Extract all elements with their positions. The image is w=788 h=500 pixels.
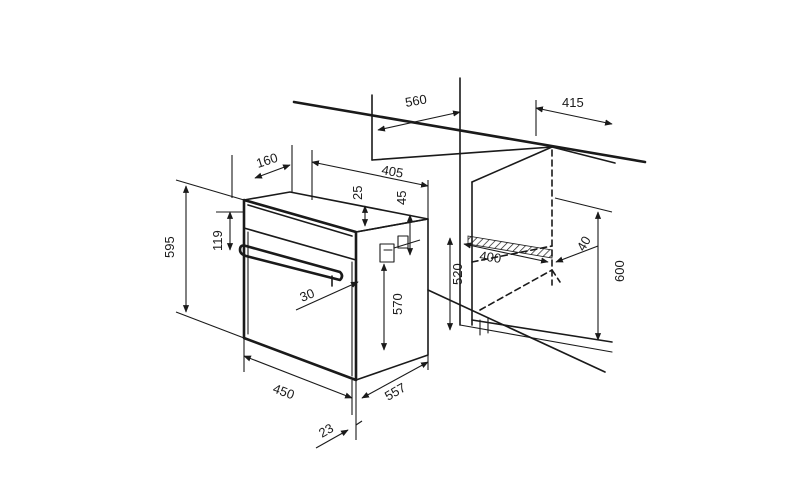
niche-floor-front — [471, 319, 613, 343]
vent-dashed-corner — [551, 269, 561, 283]
dim-400-label: 400 — [479, 248, 503, 266]
control-panel-line — [243, 227, 357, 261]
dim-400-line — [463, 242, 549, 264]
dim-415-label: 415 — [562, 95, 584, 110]
niche-inner-top-edge — [471, 146, 553, 183]
cabinet-niche — [292, 77, 647, 373]
dim-595-ext-top — [175, 179, 245, 201]
dim-160-line — [254, 164, 291, 179]
dim-415-line — [535, 106, 613, 126]
dim-560-label: 560 — [404, 91, 428, 110]
dim-45-label: 45 — [394, 191, 409, 205]
niche-top-right — [551, 146, 616, 164]
dim-45-ext — [393, 239, 421, 249]
vent-dashed-diag — [479, 269, 553, 311]
dim-40-label: 40 — [574, 233, 594, 253]
dim-600-label: 600 — [612, 260, 627, 282]
dim-520-label: 520 — [450, 263, 465, 285]
dim-119-label: 119 — [210, 230, 225, 251]
control-panel-inner — [247, 204, 353, 237]
dim-600-ext-top — [554, 197, 613, 213]
niche-top-front-line — [371, 146, 553, 161]
dim-23-line-a — [315, 429, 349, 449]
dim-405-label: 405 — [380, 162, 404, 181]
dim-560-line — [377, 110, 461, 132]
dim-450-label: 450 — [271, 381, 297, 403]
countertop-edge-line — [292, 100, 647, 164]
door-handle — [238, 244, 344, 282]
dim-557-line — [361, 361, 429, 399]
dim-23-label: 23 — [316, 420, 336, 440]
side-bracket-lower — [379, 243, 395, 263]
dim-40-line — [555, 245, 599, 263]
dim-570-label: 570 — [390, 293, 405, 315]
dim-557-label: 557 — [382, 380, 408, 404]
dim-160-label: 160 — [254, 150, 279, 171]
dim-25-label: 25 — [350, 186, 365, 200]
dim-405-line — [311, 160, 429, 188]
dimension-labels: 560 415 160 405 25 45 595 119 570 30 450… — [162, 91, 627, 440]
dim-450-line — [243, 355, 353, 399]
dim-23-line-b — [355, 420, 363, 426]
niche-floor-back — [459, 324, 613, 353]
dimension-lines — [175, 100, 613, 449]
oven-body — [238, 191, 429, 382]
niche-base-line — [427, 289, 606, 373]
dim-595-label: 595 — [162, 236, 177, 258]
dim-30-label: 30 — [298, 285, 317, 304]
dim-595-ext-bottom — [175, 311, 245, 339]
dim-30-line — [295, 281, 359, 311]
